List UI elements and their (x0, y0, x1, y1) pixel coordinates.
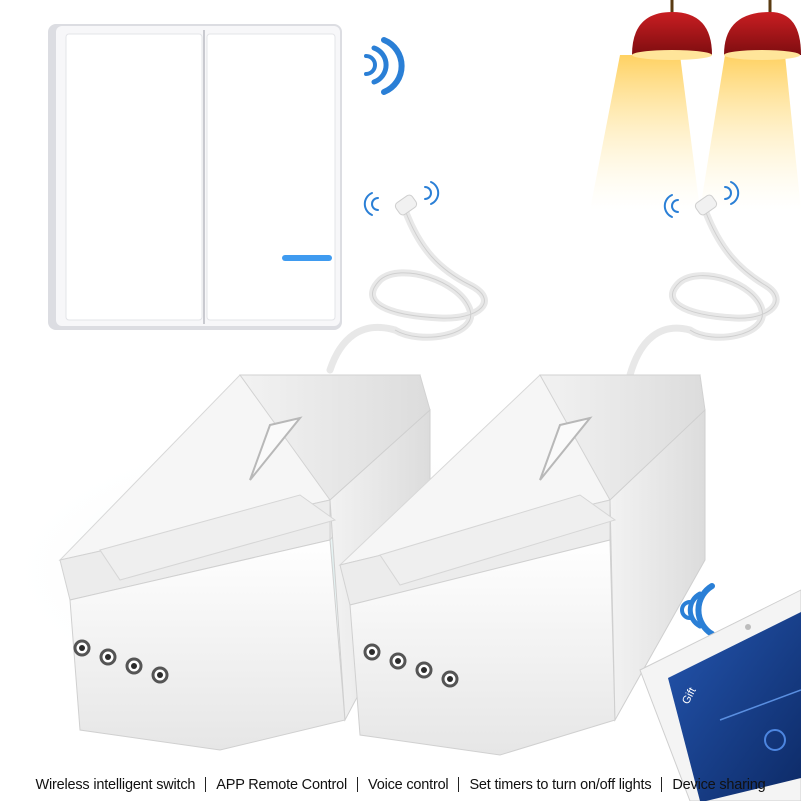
wifi-signal-icon (680, 583, 715, 637)
feature-device-sharing: Device sharing (672, 776, 766, 793)
pendant-lamps (590, 0, 801, 210)
feature-app-remote-control: APP Remote Control (216, 776, 348, 793)
feature-caption-bar: Wireless intelligent switch APP Remote C… (0, 768, 801, 801)
caption-separator (458, 777, 460, 792)
wireless-wave-icon (663, 181, 740, 218)
feature-wireless-switch: Wireless intelligent switch (35, 776, 196, 793)
caption-separator (357, 777, 359, 792)
antenna-tip-right (694, 194, 718, 216)
feature-timers: Set timers to turn on/off lights (469, 776, 652, 793)
tablet-device (639, 589, 801, 801)
wifi-signal-icon (364, 37, 405, 95)
antenna-wire-right-outline (671, 209, 777, 338)
antenna-tip-left (394, 194, 418, 216)
antenna-wire-right (626, 206, 780, 379)
antenna-wire-left (326, 206, 488, 374)
feature-voice-control: Voice control (368, 776, 449, 793)
antenna-wire-left-outline (372, 209, 485, 338)
caption-separator (661, 777, 663, 792)
receiver-module-right (338, 374, 706, 756)
wireless-wave-icon (363, 181, 440, 216)
caption-separator (205, 777, 207, 792)
wall-switch-panel (48, 24, 342, 330)
